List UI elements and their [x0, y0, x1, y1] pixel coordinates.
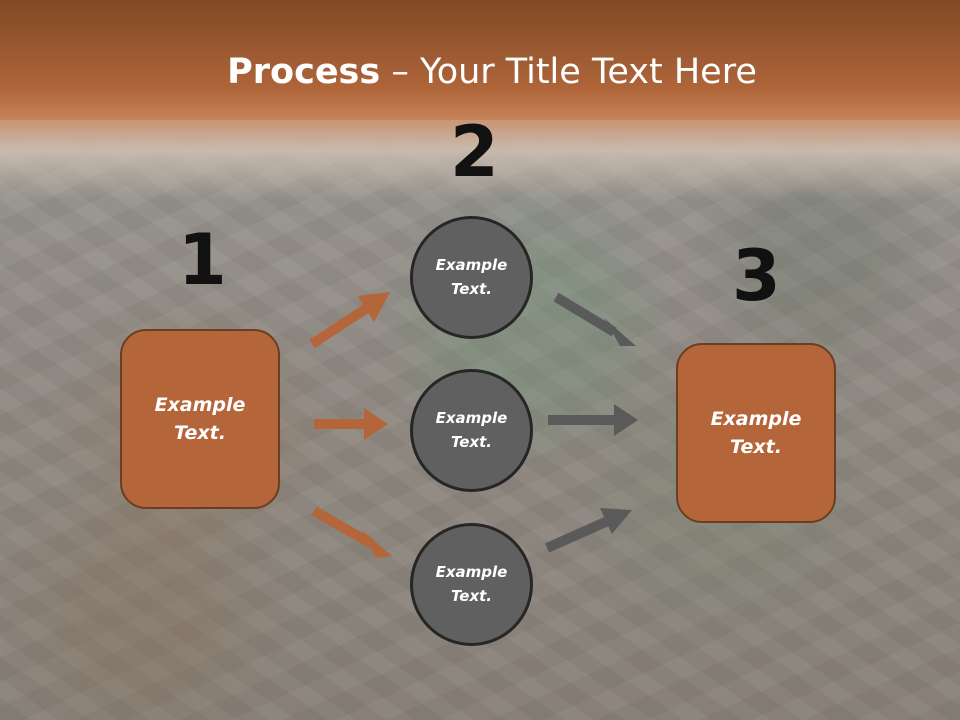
circle-middle-text-line1: Example: [435, 409, 508, 428]
step-3-text-line2: Text.: [730, 436, 782, 458]
circle-top-text-line2: Text.: [450, 279, 492, 298]
step-number-2: 2: [450, 111, 499, 193]
step-3-box[interactable]: Example Text.: [676, 343, 836, 523]
step-1-text-line1: Example: [154, 393, 246, 416]
slide-title: Process – Your Title Text Here: [0, 52, 960, 92]
title-rest: – Your Title Text Here: [380, 52, 757, 92]
circle-bottom-text-line2: Text.: [450, 586, 492, 605]
orange-arrow-right-icon: [314, 408, 388, 440]
step-1-text-line2: Text.: [174, 422, 226, 444]
gray-arrow-up-icon: [544, 508, 632, 553]
step-1-box[interactable]: Example Text.: [120, 329, 280, 509]
step-3-text-line1: Example: [710, 407, 802, 430]
gray-arrow-right-icon: [548, 404, 638, 436]
step-number-3: 3: [732, 235, 781, 317]
circle-bottom[interactable]: Example Text.: [410, 523, 533, 646]
circle-top-text-line1: Example: [435, 256, 508, 275]
title-bold: Process: [227, 52, 381, 92]
gray-arrow-down-icon: [553, 292, 636, 346]
step-number-1: 1: [178, 219, 227, 301]
circle-bottom-text-line1: Example: [435, 563, 508, 582]
title-band: [0, 0, 960, 200]
circle-middle[interactable]: Example Text.: [410, 369, 533, 492]
orange-arrow-up-icon: [309, 292, 390, 349]
circle-middle-text-line2: Text.: [450, 432, 492, 451]
circle-top[interactable]: Example Text.: [410, 216, 533, 339]
orange-arrow-down-icon: [311, 506, 392, 558]
